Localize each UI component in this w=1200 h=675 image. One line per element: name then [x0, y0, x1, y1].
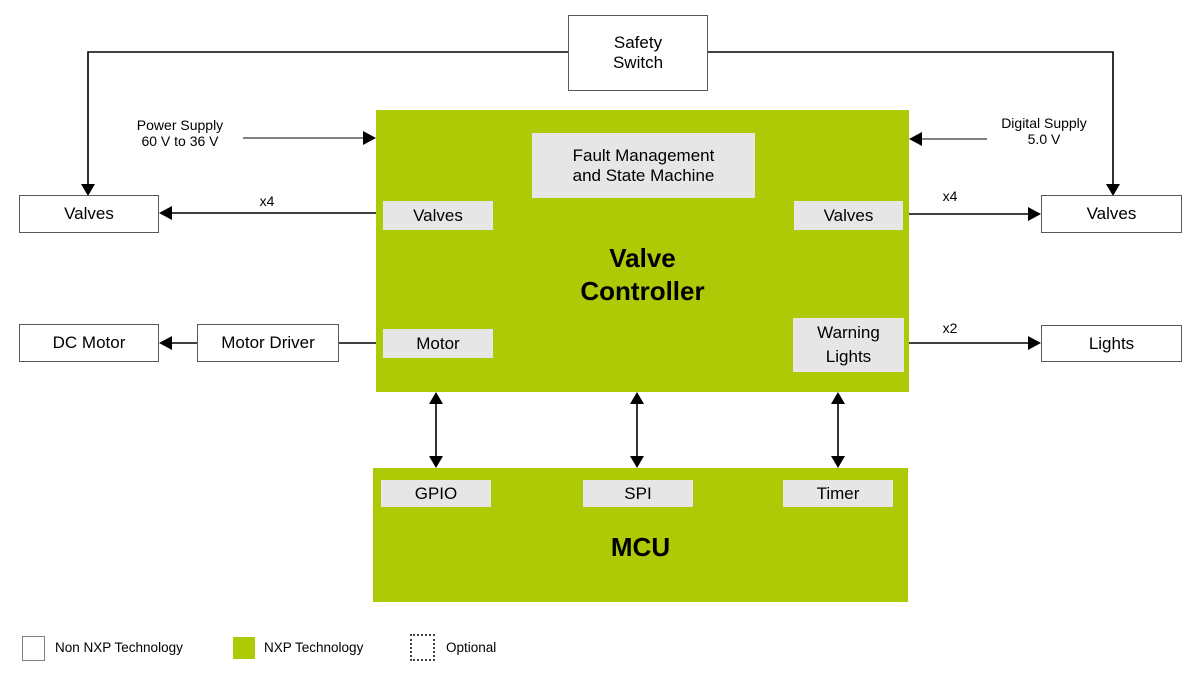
- x2-label: x2: [942, 320, 958, 336]
- arrowhead-left-icon: [159, 206, 172, 220]
- arrowhead-down-icon: [81, 184, 95, 196]
- valves-left-port: Valves: [383, 201, 493, 230]
- fault-management-port: Fault Management and State Machine: [532, 133, 755, 198]
- arrowhead-right-icon: [1028, 336, 1041, 350]
- x4-right-label: x4: [942, 188, 958, 204]
- valves-left-block: Valves: [19, 195, 159, 233]
- safety-switch-block: Safety Switch: [568, 15, 708, 91]
- safety-switch-label: Safety Switch: [612, 33, 664, 72]
- arrowhead-down-icon: [630, 456, 644, 468]
- mcu-block: GPIO SPI Timer MCU: [373, 468, 908, 602]
- motor-driver-block: Motor Driver: [197, 324, 339, 362]
- motor-port: Motor: [383, 329, 493, 358]
- warning-lights-port: Warning Lights: [793, 318, 904, 372]
- timer-port-label: Timer: [816, 483, 860, 503]
- legend-nxp-label: NXP Technology: [264, 640, 364, 655]
- arrowhead-left-icon: [909, 132, 922, 146]
- connector-timer-doublearrow: [831, 392, 845, 468]
- arrowhead-down-icon: [831, 456, 845, 468]
- valves-right-port-label: Valves: [823, 205, 874, 225]
- arrowhead-left-icon: [159, 336, 172, 350]
- connector-digital-supply: [909, 132, 987, 146]
- connector-x4-left: [159, 206, 376, 220]
- connector-gpio-doublearrow: [429, 392, 443, 468]
- legend-non-nxp-label: Non NXP Technology: [55, 640, 183, 655]
- optional-swatch-icon: [410, 634, 435, 661]
- valves-right-label: Valves: [1086, 204, 1137, 223]
- gpio-port: GPIO: [381, 480, 491, 507]
- arrowhead-right-icon: [363, 131, 376, 145]
- arrowhead-right-icon: [1028, 207, 1041, 221]
- connector-x4-right: [903, 207, 1041, 221]
- lights-label: Lights: [1088, 333, 1135, 353]
- timer-port: Timer: [783, 480, 893, 507]
- power-supply-label: Power Supply 60 V to 36 V: [136, 117, 224, 149]
- connector-spi-doublearrow: [630, 392, 644, 468]
- valves-right-block: Valves: [1041, 195, 1182, 233]
- gpio-port-label: GPIO: [414, 483, 458, 503]
- warning-lights-port-label: Warning Lights: [817, 323, 880, 366]
- motor-port-label: Motor: [416, 333, 460, 353]
- lights-block: Lights: [1041, 325, 1182, 362]
- valve-controller-block: Fault Management and State Machine Valve…: [376, 110, 909, 392]
- connector-dc-motor: [159, 336, 197, 350]
- mcu-title: MCU: [610, 532, 671, 562]
- non-nxp-swatch-icon: [22, 636, 45, 661]
- fault-management-label: Fault Management and State Machine: [572, 145, 715, 185]
- arrowhead-down-icon: [429, 456, 443, 468]
- spi-port-label: SPI: [624, 483, 652, 503]
- legend-optional-label: Optional: [446, 640, 497, 655]
- valve-controller-title: Valve Controller: [580, 243, 705, 306]
- dc-motor-label: DC Motor: [52, 333, 126, 352]
- valves-left-port-label: Valves: [413, 205, 463, 225]
- spi-port: SPI: [583, 480, 693, 507]
- arrowhead-up-icon: [831, 392, 845, 404]
- x4-left-label: x4: [259, 193, 275, 209]
- digital-supply-label: Digital Supply 5.0 V: [1001, 115, 1087, 147]
- arrowhead-up-icon: [630, 392, 644, 404]
- nxp-swatch-icon: [233, 637, 255, 659]
- connector-power-supply: [243, 131, 376, 145]
- arrowhead-down-icon: [1106, 184, 1120, 196]
- connector-safety-to-left-valves: [81, 51, 568, 196]
- motor-driver-label: Motor Driver: [221, 333, 315, 352]
- valves-right-port: Valves: [794, 201, 903, 230]
- connector-x2: [903, 336, 1041, 350]
- dc-motor-block: DC Motor: [19, 324, 159, 362]
- valves-left-label: Valves: [64, 204, 114, 223]
- arrowhead-up-icon: [429, 392, 443, 404]
- connector-safety-to-right-valves: [708, 51, 1120, 196]
